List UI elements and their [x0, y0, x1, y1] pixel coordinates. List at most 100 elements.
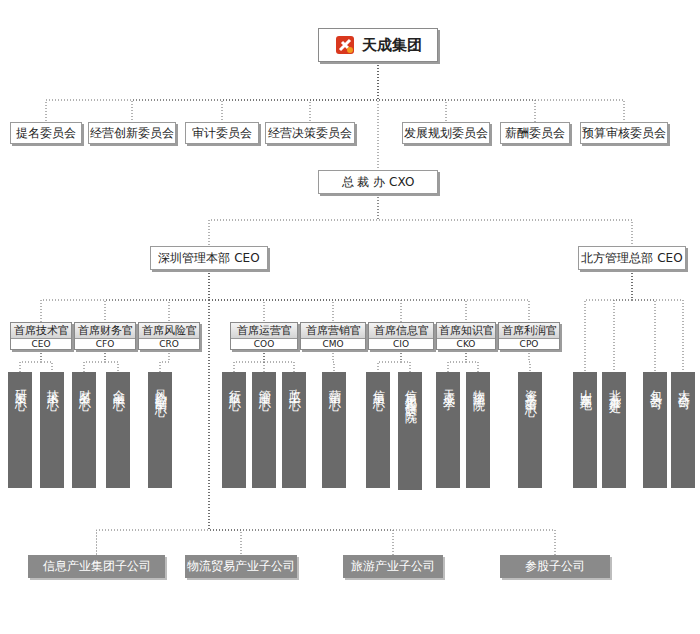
node-label: 首席信息官	[369, 323, 433, 339]
officer-box: 首席利润官CPO	[498, 322, 560, 350]
center-bar: 物流学院	[466, 372, 490, 488]
dotted-connector	[132, 62, 378, 122]
org-box: 发展规划委员会	[402, 122, 490, 144]
node-label: 研发中心	[12, 380, 29, 392]
node-label: 北方管理总部 CEO	[581, 250, 682, 267]
node-label: 财务中心	[76, 380, 93, 392]
subsidiary-box: 物流贸易产业子公司	[185, 555, 297, 578]
subsidiary-box: 信息产业集团子公司	[28, 555, 165, 578]
center-bar: 信息化工程研究院	[398, 372, 422, 490]
dotted-connector	[84, 350, 105, 372]
node-label: 政工中心	[286, 380, 303, 392]
dotted-connector	[632, 270, 655, 372]
dotted-connector	[169, 270, 209, 322]
node-label: 物流学院	[470, 380, 487, 392]
node-label: 首席利润官	[499, 323, 559, 339]
dotted-connector	[378, 62, 535, 122]
center-bar: 金融中心	[106, 372, 130, 488]
node-label: 预算审核委员会	[582, 125, 666, 142]
dotted-connector	[632, 270, 683, 372]
org-box: 深圳管理本部 CEO	[150, 246, 268, 270]
dotted-connector	[105, 350, 118, 372]
role-code: CPO	[520, 339, 539, 350]
subsidiary-box: 参股子公司	[500, 555, 610, 578]
role-code: CEO	[31, 339, 50, 350]
node-label: 山东基地	[577, 380, 594, 392]
officer-box: 首席营销官CMO	[300, 322, 366, 350]
dotted-connector	[585, 270, 632, 372]
org-box: 预算审核委员会	[580, 122, 668, 144]
dotted-connector	[614, 270, 632, 372]
dotted-connector	[209, 270, 555, 555]
center-bar: 北京办事处	[602, 372, 626, 488]
center-bar: 包头公司	[643, 372, 667, 488]
center-bar: 营销中心	[322, 372, 346, 488]
node-label: 薪酬委员会	[505, 125, 565, 142]
dotted-connector	[209, 270, 333, 322]
dotted-connector	[378, 350, 401, 372]
logo-icon	[334, 34, 356, 56]
role-code: CMO	[322, 339, 343, 350]
node-label: 经营创新委员会	[90, 125, 174, 142]
role-code: CRO	[159, 339, 179, 350]
center-bar: 技术中心	[40, 372, 64, 488]
subsidiary-box: 旅游产业子公司	[343, 555, 443, 578]
dotted-connector	[529, 350, 530, 372]
dotted-connector	[378, 62, 446, 122]
center-bar: 大连公司	[671, 372, 695, 488]
role-code: COO	[254, 339, 274, 350]
dotted-connector	[97, 270, 210, 555]
center-bar: 财务中心	[72, 372, 96, 488]
role-code: CIO	[393, 339, 409, 350]
node-label: 首席运营官	[231, 323, 297, 339]
node-label: 风险控制中心	[152, 380, 169, 398]
dotted-connector	[310, 62, 378, 122]
dotted-connector	[466, 350, 478, 372]
org-box: 审计委员会	[185, 122, 259, 144]
dotted-connector	[105, 270, 209, 322]
center-bar: 研发中心	[8, 372, 32, 488]
dotted-connector	[209, 194, 378, 246]
org-box: 总 裁 办 CXO	[318, 170, 438, 194]
dotted-connector	[209, 270, 393, 555]
node-label: 营销中心	[326, 380, 343, 392]
node-label: 首席风险官	[139, 323, 199, 339]
node-label: 深圳管理本部 CEO	[158, 250, 259, 267]
officer-box: 首席运营官COO	[230, 322, 298, 350]
node-label: 总 裁 办 CXO	[342, 174, 415, 191]
center-bar: 山东基地	[573, 372, 597, 488]
dotted-connector	[20, 350, 41, 372]
officer-box: 首席风险官CRO	[138, 322, 200, 350]
org-box: 经营创新委员会	[88, 122, 176, 144]
dotted-connector	[209, 270, 264, 322]
dotted-connector	[46, 62, 378, 122]
center-bar: 行政中心	[222, 372, 246, 488]
node-label: 审计委员会	[192, 125, 252, 142]
node-label: 首席技术官	[11, 323, 71, 339]
node-label: 提名委员会	[16, 125, 76, 142]
dotted-connector	[378, 62, 379, 170]
dotted-connector	[209, 270, 466, 322]
org-box: 经营决策委员会	[265, 122, 355, 144]
dotted-connector	[264, 350, 294, 372]
node-label: 技术中心	[44, 380, 61, 392]
officer-box: 首席信息官CIO	[368, 322, 434, 350]
node-label: 参股子公司	[525, 558, 585, 575]
dotted-connector	[401, 350, 410, 372]
node-label: 北京办事处	[606, 380, 623, 395]
node-label: 管理中心	[256, 380, 273, 392]
node-label: 包头公司	[647, 380, 664, 392]
dotted-connector	[41, 270, 209, 322]
dotted-connector	[378, 62, 624, 122]
node-label: 旅游产业子公司	[351, 558, 435, 575]
dotted-connector	[333, 350, 334, 372]
center-bar: 风险控制中心	[148, 372, 172, 488]
dotted-connector	[448, 350, 466, 372]
node-label: 信息中心	[370, 380, 387, 392]
node-label: 金融中心	[110, 380, 127, 392]
node-label: 首席营销官	[301, 323, 365, 339]
dotted-connector	[209, 270, 529, 322]
node-label: 发展规划委员会	[404, 125, 488, 142]
